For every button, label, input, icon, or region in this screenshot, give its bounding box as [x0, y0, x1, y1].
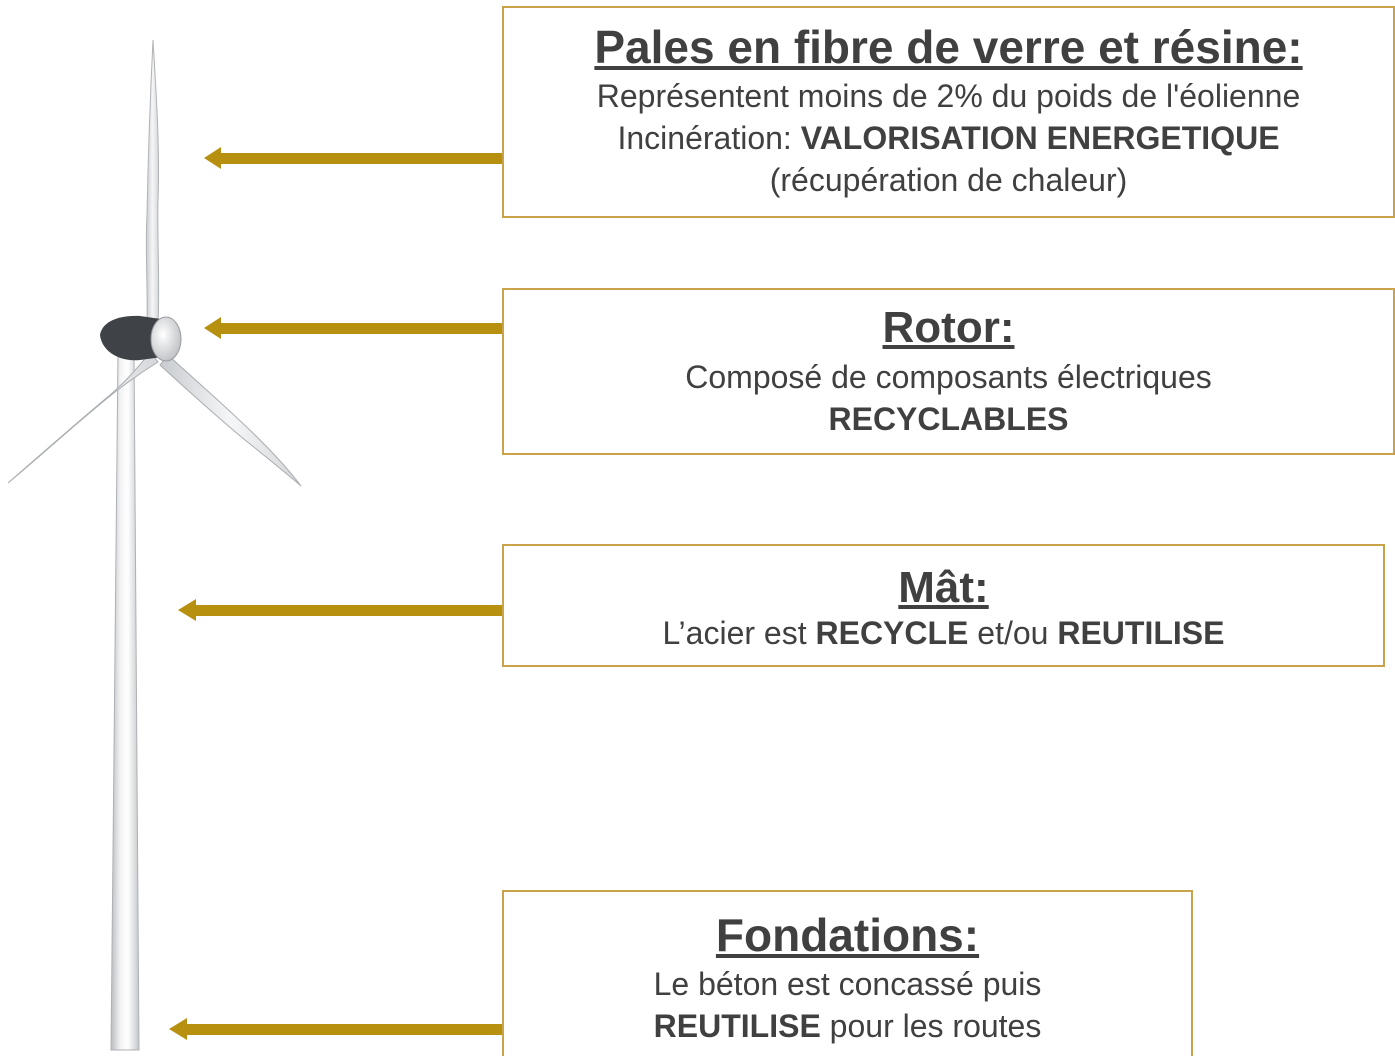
callout-pales-line3: (récupération de chaleur) [769, 161, 1128, 198]
callout-fondations-line1: Le béton est concassé puis [653, 965, 1042, 1002]
callout-pales-line2-bold: VALORISATION ENERGETIQUE [800, 119, 1280, 156]
arrow-rotor [204, 317, 504, 339]
callout-pales-line2: Incinération: VALORISATION ENERGETIQUE [504, 117, 1393, 159]
arrow-pales [204, 147, 504, 169]
callout-rotor-line2: RECYCLABLES [504, 398, 1393, 440]
callout-fondations: Fondations: Le béton est concassé puis R… [502, 890, 1193, 1056]
callout-pales-heading: Pales en fibre de verre et résine: [594, 21, 1303, 73]
callout-rotor-line2-bold: RECYCLABLES [828, 401, 1069, 438]
callout-rotor-line1: Composé de composants électriques [685, 359, 1212, 396]
callout-pales: Pales en fibre de verre et résine: Repré… [502, 6, 1395, 218]
callout-mat-bold2: REUTILISE [1057, 615, 1225, 652]
callout-fondations-line2: REUTILISE pour les routes [504, 1005, 1191, 1047]
callout-pales-line1: Représentent moins de 2% du poids de l'é… [596, 77, 1301, 114]
callout-mat-line1: L’acier est RECYCLE et/ou REUTILISE [504, 612, 1383, 654]
callout-mat-text-pre: L’acier est [662, 615, 816, 652]
callout-rotor: Rotor: Composé de composants électriques… [502, 288, 1395, 455]
arrow-mat [178, 599, 504, 621]
turbine-blade-right [159, 354, 302, 487]
callout-rotor-heading: Rotor: [882, 303, 1015, 352]
callout-mat-heading: Mât: [898, 563, 989, 612]
wind-turbine-illustration [7, 39, 302, 1051]
callout-mat: Mât: L’acier est RECYCLE et/ou REUTILISE [502, 544, 1385, 667]
callout-mat-bold1: RECYCLE [815, 615, 969, 652]
callout-fondations-line2-text: pour les routes [820, 1007, 1042, 1044]
arrow-fondations [169, 1018, 504, 1040]
callout-fondations-line2-bold: REUTILISE [653, 1007, 821, 1044]
turbine-hub [150, 316, 182, 362]
callout-mat-text-mid: et/ou [968, 615, 1058, 652]
callout-fondations-heading: Fondations: [715, 909, 980, 961]
callout-pales-line2-text: Incinération: [617, 119, 801, 156]
